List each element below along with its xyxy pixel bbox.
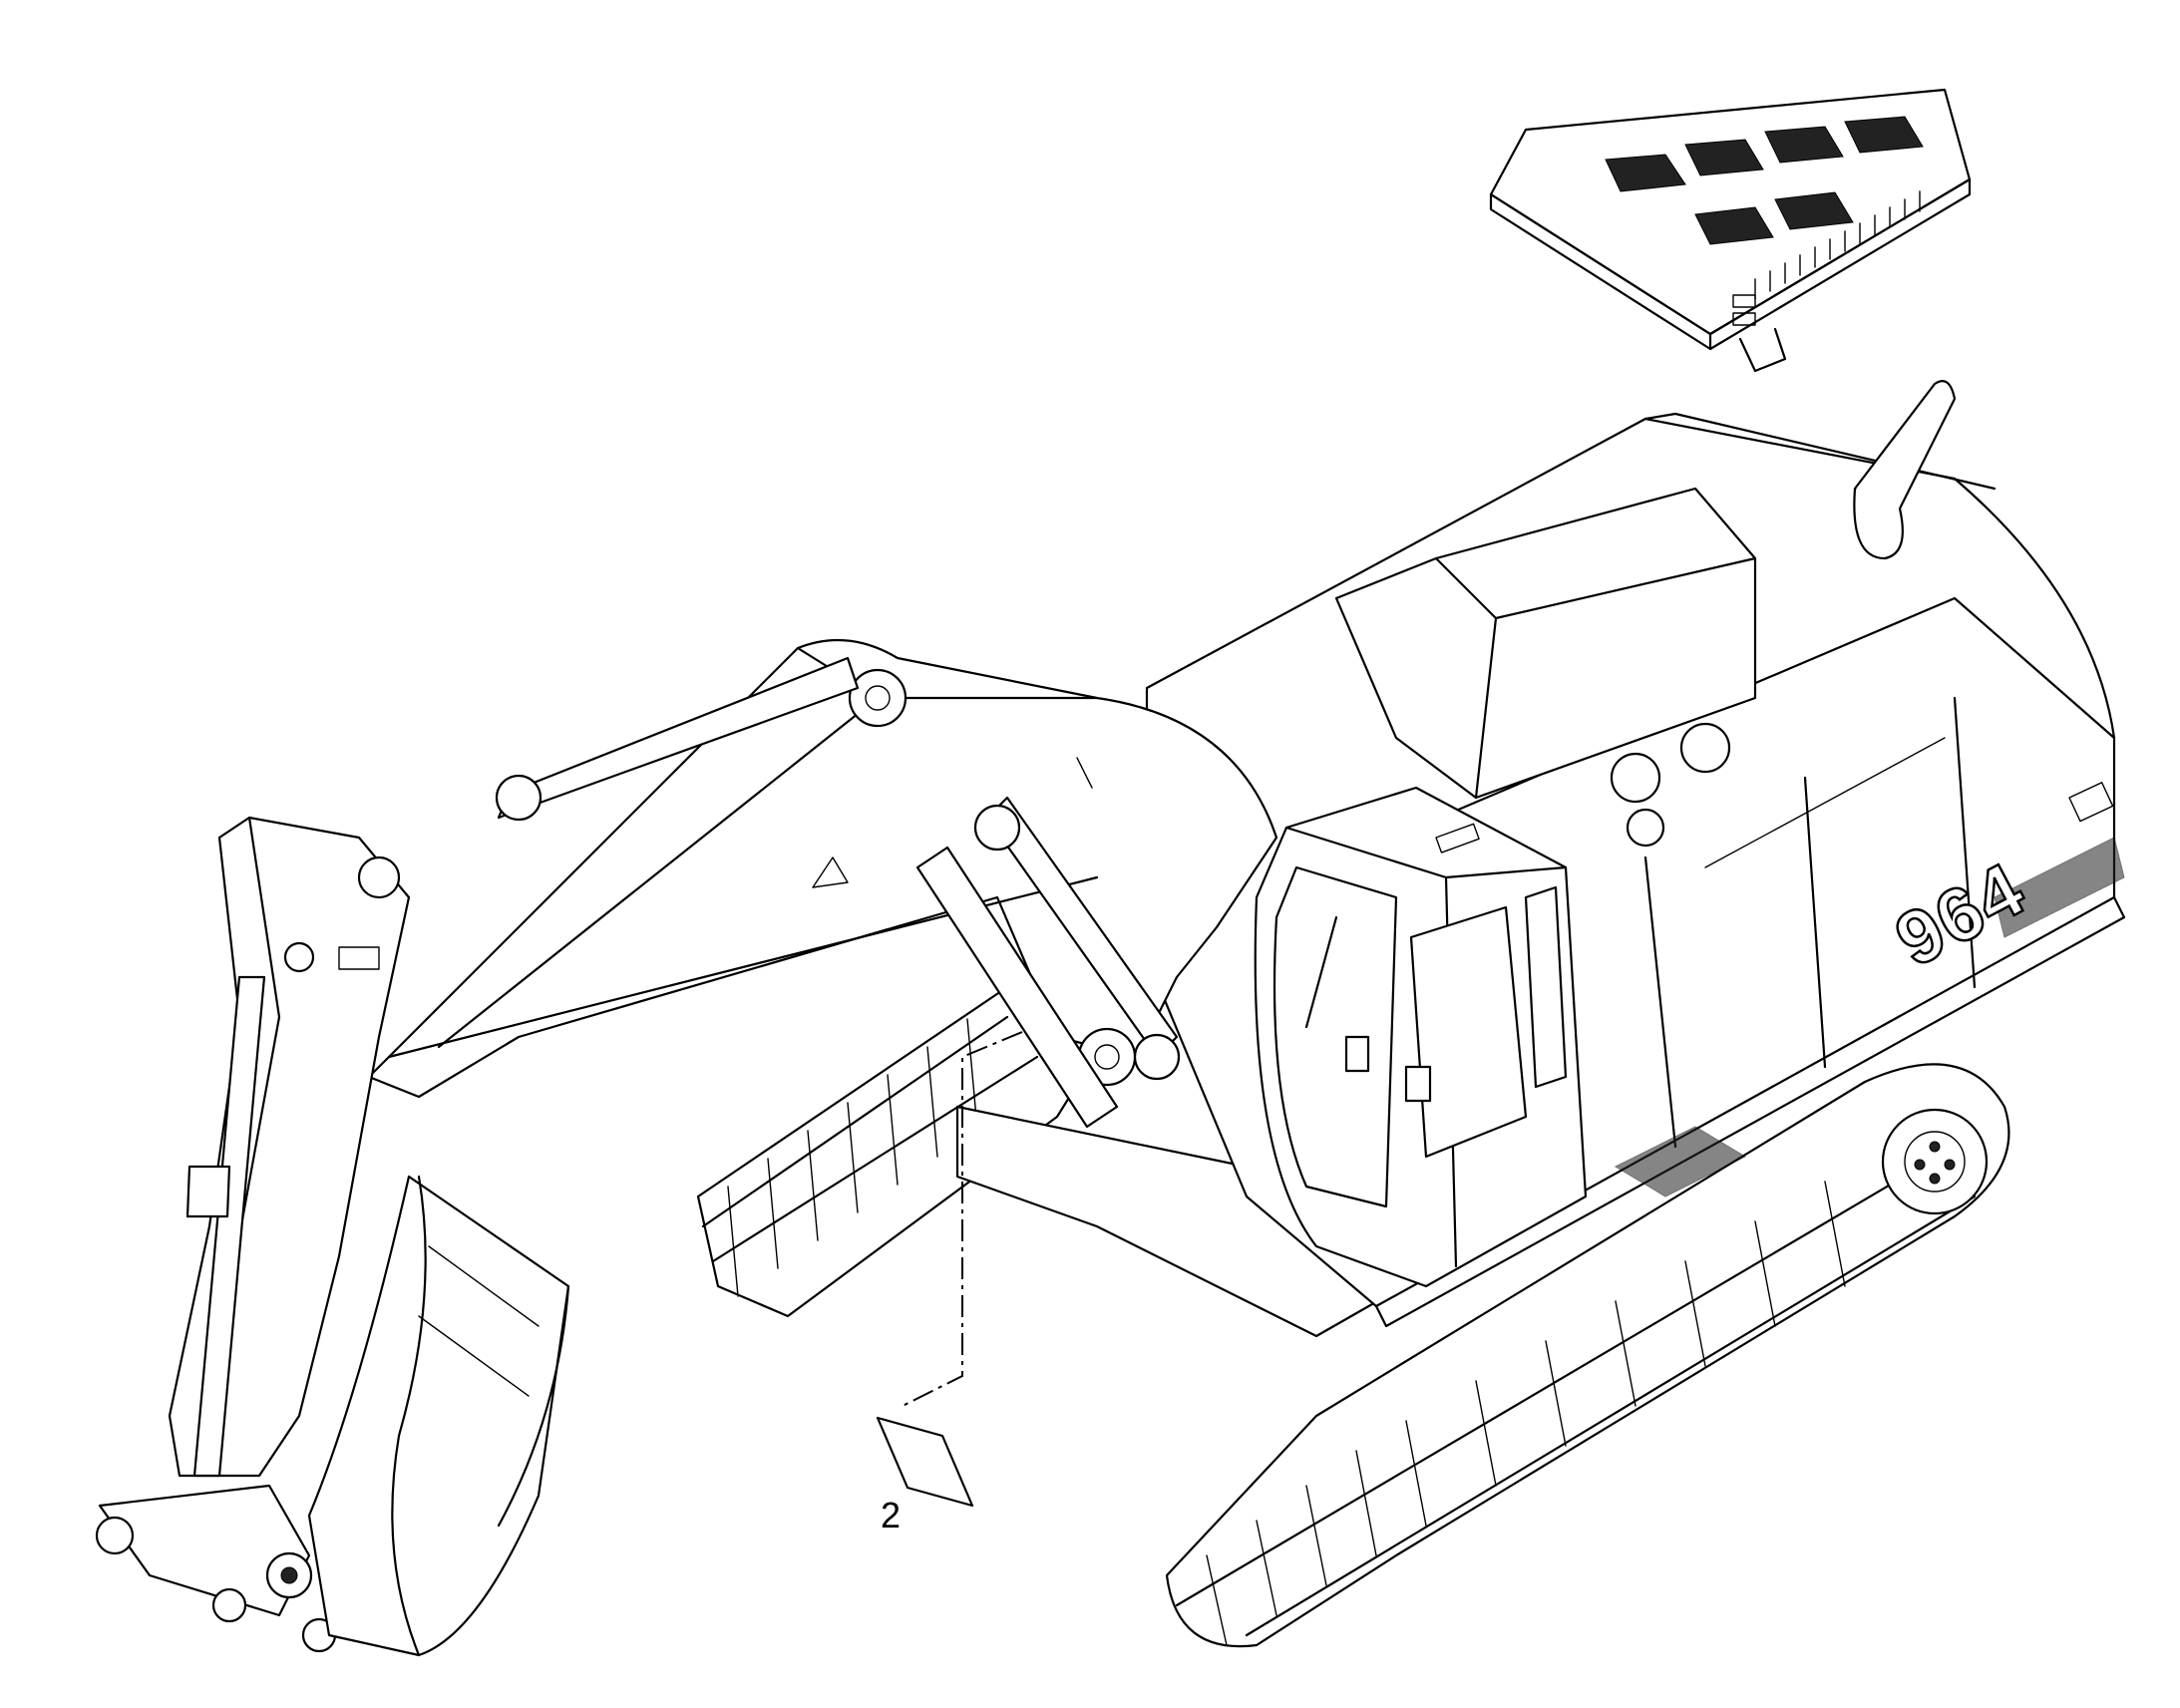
- bucket: [307, 1175, 570, 1657]
- stick-arm: [95, 816, 411, 1653]
- boom-cylinders: [495, 656, 1181, 1129]
- front-track: [1165, 1063, 2010, 1648]
- vent-slots: [1754, 190, 1921, 300]
- decal-icon: [876, 1031, 1023, 1508]
- excavator-icon: [95, 380, 2126, 1657]
- engine-cover-icon: [1489, 88, 1972, 373]
- operator-cab: [1254, 786, 1588, 1288]
- callout-label-2: 2: [881, 1495, 902, 1536]
